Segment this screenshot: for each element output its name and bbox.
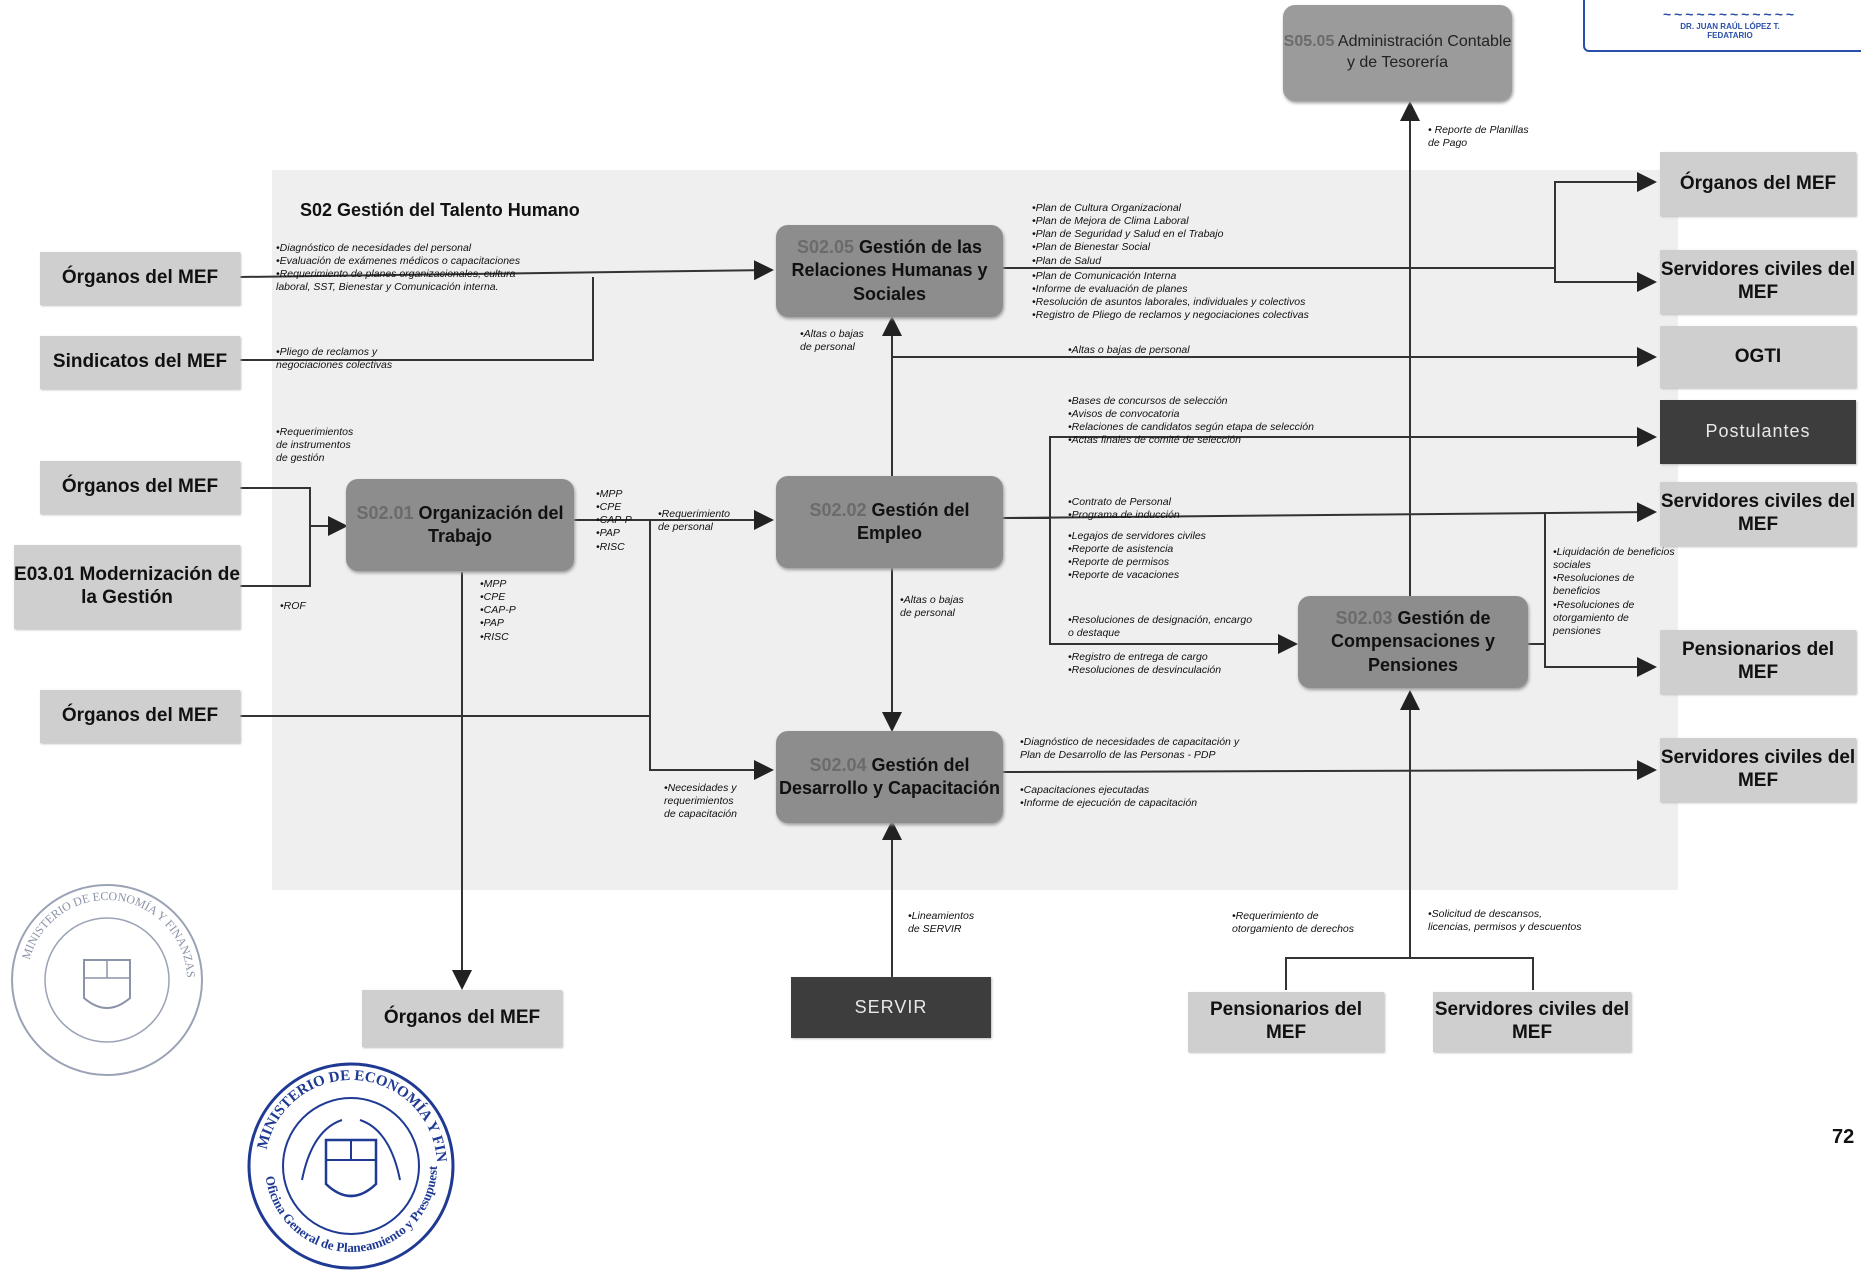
external-organos-1[interactable]: Órganos del MEF <box>40 252 240 305</box>
external-organos-bottom[interactable]: Órganos del MEF <box>362 990 562 1047</box>
process-code: S02.05 <box>796 236 854 257</box>
process-s0201[interactable]: S02.01 Organización del Trabajo <box>346 479 574 571</box>
diagram-title: S02 Gestión del Talento Humano <box>300 200 580 220</box>
svg-text:MINISTERIO DE ECONOMÍA Y FINAN: MINISTERIO DE ECONOMÍA Y FINANZAS <box>242 1060 449 1163</box>
flow-label-lineamientos: •Lineamientos de SERVIR <box>908 910 975 936</box>
process-label: Gestión de Compensaciones y Pensiones <box>1330 607 1496 675</box>
process-label: Gestión de las Relaciones Humanas y Soci… <box>791 236 988 304</box>
flow-label-necesidades: •Necesidades y requerimientos de capacit… <box>664 782 737 821</box>
flow-label-legajos: •Legajos de servidores civiles •Reporte … <box>1068 530 1206 582</box>
line-bottom-right-merge <box>1285 957 1534 990</box>
arrow-0203-to-pensionarios <box>1544 644 1657 677</box>
flow-label-contrato: •Contrato de Personal •Programa de induc… <box>1068 496 1180 522</box>
flow-label-req-instr: •Requerimientos de instrumentos de gesti… <box>276 426 354 465</box>
flow-label-altas-ogti: •Altas o bajas de personal <box>1068 344 1190 356</box>
process-code: S02.01 <box>356 502 414 523</box>
process-code: S02.03 <box>1335 607 1393 628</box>
external-servidores-right-3[interactable]: Servidores civiles del MEF <box>1660 738 1856 802</box>
external-sindicatos[interactable]: Sindicatos del MEF <box>40 336 240 389</box>
fedatario-stamp: ~~~~~~~~~~~~ DR. JUAN RAÚL LÓPEZ T. FEDA… <box>1583 0 1861 52</box>
external-servidores-bottom[interactable]: Servidores civiles del MEF <box>1433 992 1631 1052</box>
process-label: Organización del Trabajo <box>418 502 564 546</box>
process-label: Gestión del Desarrollo y Capacitación <box>778 754 1001 798</box>
process-s0505[interactable]: S05.05 Administración Contable y de Teso… <box>1283 5 1512 101</box>
flow-label-out-0205b: •Plan de Comunicación Interna •Informe d… <box>1032 270 1309 322</box>
external-servidores-right-1[interactable]: Servidores civiles del MEF <box>1660 250 1856 314</box>
stamp-role: FEDATARIO <box>1707 31 1753 40</box>
arrow-0202-to-0203 <box>1049 518 1298 654</box>
arrow-0205-to-servidores <box>1554 268 1657 292</box>
arrow-0202-to-servidores <box>1002 502 1657 523</box>
process-s0203[interactable]: S02.03 Gestión de Compensaciones y Pensi… <box>1298 596 1528 688</box>
flow-label-out-0201: •MPP •CPE •CAP-P •PAP •RISC <box>596 488 632 553</box>
flow-label-req-derechos: •Requerimiento de otorgamiento de derech… <box>1232 910 1354 936</box>
external-organos-2[interactable]: Órganos del MEF <box>40 461 240 514</box>
flow-label-altas-0205: •Altas o bajas de personal <box>800 328 864 354</box>
process-s0204[interactable]: S02.04 Gestión del Desarrollo y Capacita… <box>776 731 1003 823</box>
flow-label-req-personal: •Requerimiento de personal <box>658 508 730 534</box>
arrow-0204-to-servidores <box>1002 760 1657 781</box>
flow-label-altas-0204: •Altas o bajas de personal <box>900 594 964 620</box>
arrow-organos-to-0205 <box>239 260 774 281</box>
flow-label-planillas: • Reporte de Planillas de Pago <box>1428 124 1529 150</box>
flow-label-rof: •ROF <box>280 600 306 612</box>
line-sindicatos-to-0205 <box>240 277 594 361</box>
page-number: 72 <box>1832 1126 1855 1148</box>
flow-label-in-0205: •Diagnóstico de necesidades del personal… <box>276 242 521 294</box>
flow-label-liquidacion: •Liquidación de beneficios sociales •Res… <box>1553 546 1675 637</box>
flow-label-registro-cargo: •Registro de entrega de cargo •Resolucio… <box>1068 651 1222 677</box>
process-code: S05.05 <box>1283 33 1335 51</box>
stamp-name: DR. JUAN RAÚL LÓPEZ T. <box>1680 22 1780 31</box>
external-postulantes[interactable]: Postulantes <box>1660 400 1856 464</box>
seal-ring-top-text: MINISTERIO DE ECONOMÍA Y FINANZAS <box>242 1060 449 1163</box>
line-modernizacion-to-0201 <box>240 526 311 587</box>
external-servidores-right-2[interactable]: Servidores civiles del MEF <box>1660 482 1856 546</box>
flow-label-capacit: •Capacitaciones ejecutadas •Informe de e… <box>1020 784 1198 810</box>
ministry-seal: MINISTERIO DE ECONOMÍA Y FINANZAS Oficin… <box>242 1060 455 1270</box>
external-pensionarios-right[interactable]: Pensionarios del MEF <box>1660 630 1856 694</box>
flow-label-pliego: •Pliego de reclamos y negociaciones cole… <box>276 346 393 372</box>
external-organos-3[interactable]: Órganos del MEF <box>40 690 240 743</box>
ministry-seal-faded: MINISTERIO DE ECONOMÍA Y FINANZAS <box>11 884 203 1076</box>
arrow-0205-to-organos <box>1003 172 1657 269</box>
process-label: Gestión del Empleo <box>856 499 970 543</box>
svg-text:MINISTERIO DE ECONOMÍA Y FINAN: MINISTERIO DE ECONOMÍA Y FINANZAS <box>19 889 198 978</box>
arrow-organos3-to-0204 <box>649 716 774 780</box>
external-servir[interactable]: SERVIR <box>791 977 991 1038</box>
external-modernizacion[interactable]: E03.01 Modernización de la Gestión <box>14 545 240 629</box>
process-s0202[interactable]: S02.02 Gestión del Empleo <box>776 476 1003 568</box>
external-pensionarios-bottom[interactable]: Pensionarios del MEF <box>1188 992 1384 1052</box>
flow-label-out-0205: •Plan de Cultura Organizacional •Plan de… <box>1032 202 1224 267</box>
flow-label-out-0201-down: •MPP •CPE •CAP-P •PAP •RISC <box>480 578 516 643</box>
flow-label-resol-desig: •Resoluciones de designación, encargo o … <box>1068 614 1253 640</box>
arrow-organos-to-0201 <box>240 487 348 536</box>
flow-label-solicitud: •Solicitud de descansos, licencias, perm… <box>1428 908 1582 934</box>
process-code: S02.02 <box>809 499 867 520</box>
process-label: Administración Contable y de Tesorería <box>1337 33 1512 71</box>
external-organos-right[interactable]: Órganos del MEF <box>1660 152 1856 216</box>
process-code: S02.04 <box>809 754 867 775</box>
line-0203-up <box>1528 512 1546 645</box>
external-ogti[interactable]: OGTI <box>1660 326 1856 388</box>
flow-label-diagnostico: •Diagnóstico de necesidades de capacitac… <box>1020 736 1240 762</box>
flow-label-postulantes: •Bases de concursos de selección •Avisos… <box>1068 395 1314 447</box>
seal-ring-text: MINISTERIO DE ECONOMÍA Y FINANZAS <box>19 889 198 978</box>
process-s0205[interactable]: S02.05 Gestión de las Relaciones Humanas… <box>776 225 1003 317</box>
